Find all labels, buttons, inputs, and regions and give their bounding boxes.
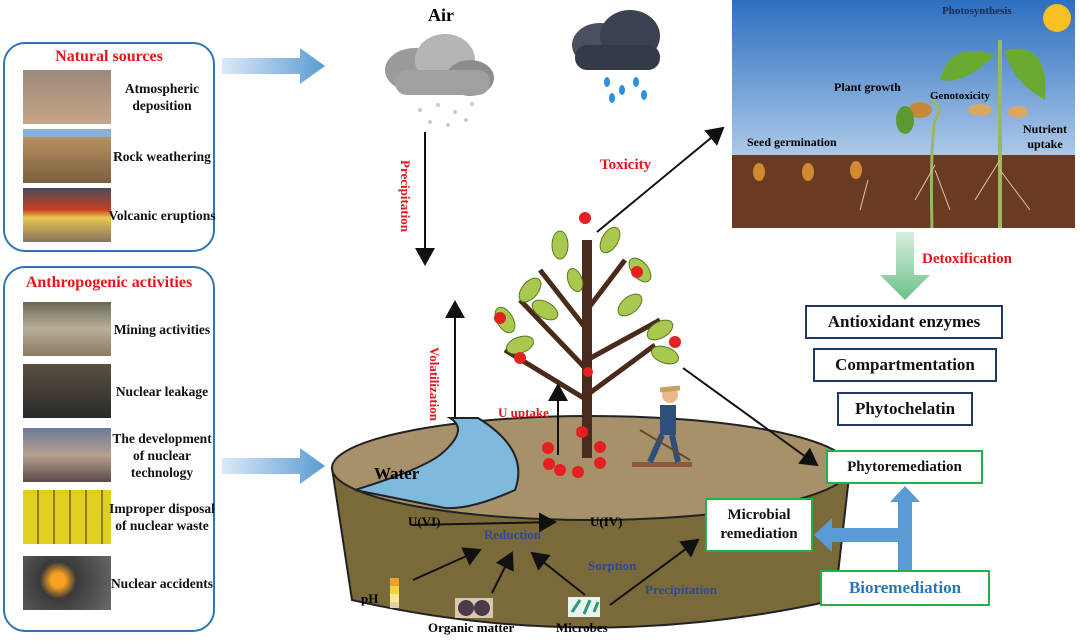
- microbes-label: Microbes: [556, 620, 608, 635]
- detoxification-label: Detoxification: [922, 251, 1012, 267]
- precipitation-soil-label: Precipitation: [645, 582, 717, 597]
- source-item: Improper disposal of nuclear waste: [23, 490, 215, 546]
- compartmentation-box: Compartmentation: [813, 348, 997, 382]
- tree-icon: [494, 212, 681, 478]
- source-item: Volcanic eruptions: [23, 188, 216, 244]
- source-label: Volcanic eruptions: [108, 207, 216, 223]
- water-river: [354, 417, 520, 510]
- nuclear-accident-image: [23, 556, 111, 610]
- precipitation-label: Precipitation: [398, 160, 413, 232]
- anthropogenic-panel: Anthropogenic activities Mining activiti…: [3, 266, 215, 632]
- farmer-icon: [632, 385, 692, 467]
- photosynthesis-label: Photosynthesis: [942, 5, 1012, 17]
- source-item: Rock weathering: [23, 129, 213, 185]
- u4-label: U(IV): [590, 514, 623, 529]
- phytochelatin-box: Phytochelatin: [837, 392, 973, 426]
- natural-sources-panel: Natural sources Atmospheric deposition R…: [3, 42, 216, 252]
- detox-arrow: [880, 232, 930, 300]
- source-label: Improper disposal of nuclear waste: [109, 501, 215, 533]
- source-item: Atmospheric deposition: [23, 70, 213, 126]
- source-item: Nuclear leakage: [23, 364, 213, 420]
- source-label: Atmospheric deposition: [124, 81, 200, 113]
- volatilization-label: Volatilization: [427, 347, 442, 421]
- rain-cloud-icon: [385, 34, 494, 127]
- atmospheric-deposition-image: [23, 70, 111, 124]
- microbes-icon: [568, 597, 600, 617]
- air-label: Air: [428, 5, 454, 25]
- source-item: Nuclear accidents: [23, 556, 213, 612]
- source-item: The development of nuclear technology: [23, 428, 213, 484]
- antioxidant-enzymes-box: Antioxidant enzymes: [805, 305, 1003, 339]
- source-label: Nuclear leakage: [115, 383, 209, 399]
- source-label: The development of nuclear technology: [112, 430, 212, 480]
- nuclear-technology-image: [23, 428, 111, 482]
- reduction-label: Reduction: [484, 527, 542, 542]
- ph-label: pH: [361, 591, 379, 606]
- bioremediation-box: Bioremediation: [820, 570, 990, 606]
- organic-matter-icon: [455, 598, 493, 618]
- u-uptake-label: U uptake: [498, 405, 549, 420]
- volcanic-eruption-image: [23, 188, 111, 242]
- nuclear-leakage-image: [23, 364, 111, 418]
- source-item: Mining activities: [23, 302, 213, 358]
- microbial-remediation-box: Microbial remediation: [705, 498, 813, 552]
- storm-cloud-icon: [572, 10, 660, 103]
- arrow-anthropogenic: [222, 448, 325, 484]
- mining-image: [23, 302, 111, 356]
- seed-germination-label: Seed germination: [747, 135, 837, 149]
- sorption-label: Sorption: [588, 558, 637, 573]
- toxicity-label: Toxicity: [600, 157, 652, 173]
- ph-scale-icon: [390, 578, 399, 608]
- arrow-natural: [222, 48, 325, 84]
- bioremediation-arrows: [814, 486, 920, 570]
- anthropogenic-title: Anthropogenic activities: [25, 274, 193, 291]
- organic-matter-label: Organic matter: [428, 620, 515, 635]
- nuclear-waste-image: [23, 490, 111, 544]
- natural-sources-title: Natural sources: [55, 48, 163, 65]
- rock-weathering-image: [23, 129, 111, 183]
- phytoremediation-box: Phytoremediation: [826, 450, 983, 484]
- source-label: Nuclear accidents: [110, 575, 214, 591]
- u6-label: U(VI): [408, 514, 441, 529]
- source-label: Mining activities: [113, 321, 211, 337]
- genotoxicity-label: Genotoxicity: [930, 90, 990, 102]
- plant-growth-label: Plant growth: [834, 80, 901, 94]
- source-label: Rock weathering: [113, 148, 211, 164]
- plant-panel-image: [732, 0, 1075, 229]
- nutrient-uptake-label: Nutrient uptake: [1023, 122, 1067, 151]
- water-label: Water: [374, 464, 420, 483]
